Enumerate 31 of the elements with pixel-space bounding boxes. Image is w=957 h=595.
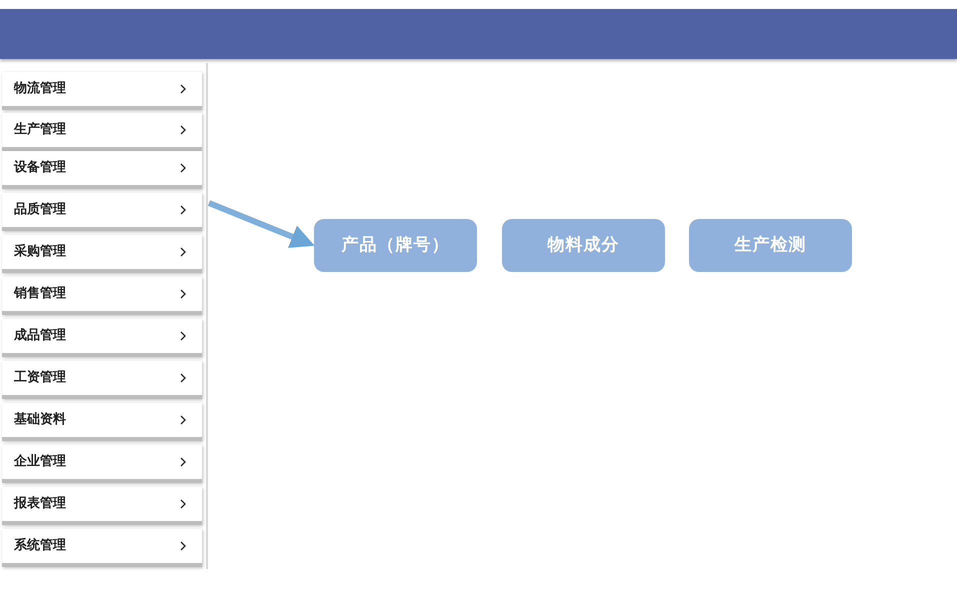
- menu-label: 系统管理: [14, 536, 66, 556]
- menu-label: 设备管理: [14, 159, 66, 178]
- arrow: [208, 200, 315, 248]
- menu-item: [2, 319, 202, 357]
- menu-label: 报表管理: [14, 495, 66, 514]
- menu-label: 工资管理: [14, 369, 66, 388]
- process-box: [502, 219, 665, 272]
- menu-label: 企业管理: [14, 453, 66, 472]
- process-box: [689, 219, 852, 272]
- menu-label: 生产管理: [14, 120, 66, 140]
- menu-item: [2, 403, 202, 441]
- menu-label: 销售管理: [14, 285, 66, 304]
- menu-label: 品质管理: [14, 201, 66, 220]
- menu-item: [2, 361, 202, 399]
- box-label: 物料成分: [548, 234, 620, 257]
- menu-label: 采购管理: [14, 242, 66, 262]
- menu-item: [2, 277, 202, 315]
- menu-item: [2, 193, 202, 231]
- menu-item: [2, 529, 202, 567]
- process-box: [314, 219, 477, 272]
- menu-item: [2, 235, 202, 273]
- box-label: 产品（牌号）: [342, 234, 450, 257]
- menu-item: [2, 445, 202, 483]
- menu-label: 成品管理: [14, 327, 66, 346]
- menu-item: [2, 151, 202, 189]
- menu-label: 物流管理: [14, 80, 66, 98]
- box-label: 生产检测: [734, 234, 806, 257]
- menu-label: 基础资料: [14, 411, 66, 430]
- menu-item: [2, 72, 202, 110]
- menu-item: [2, 113, 202, 151]
- menu-item: [2, 487, 202, 525]
